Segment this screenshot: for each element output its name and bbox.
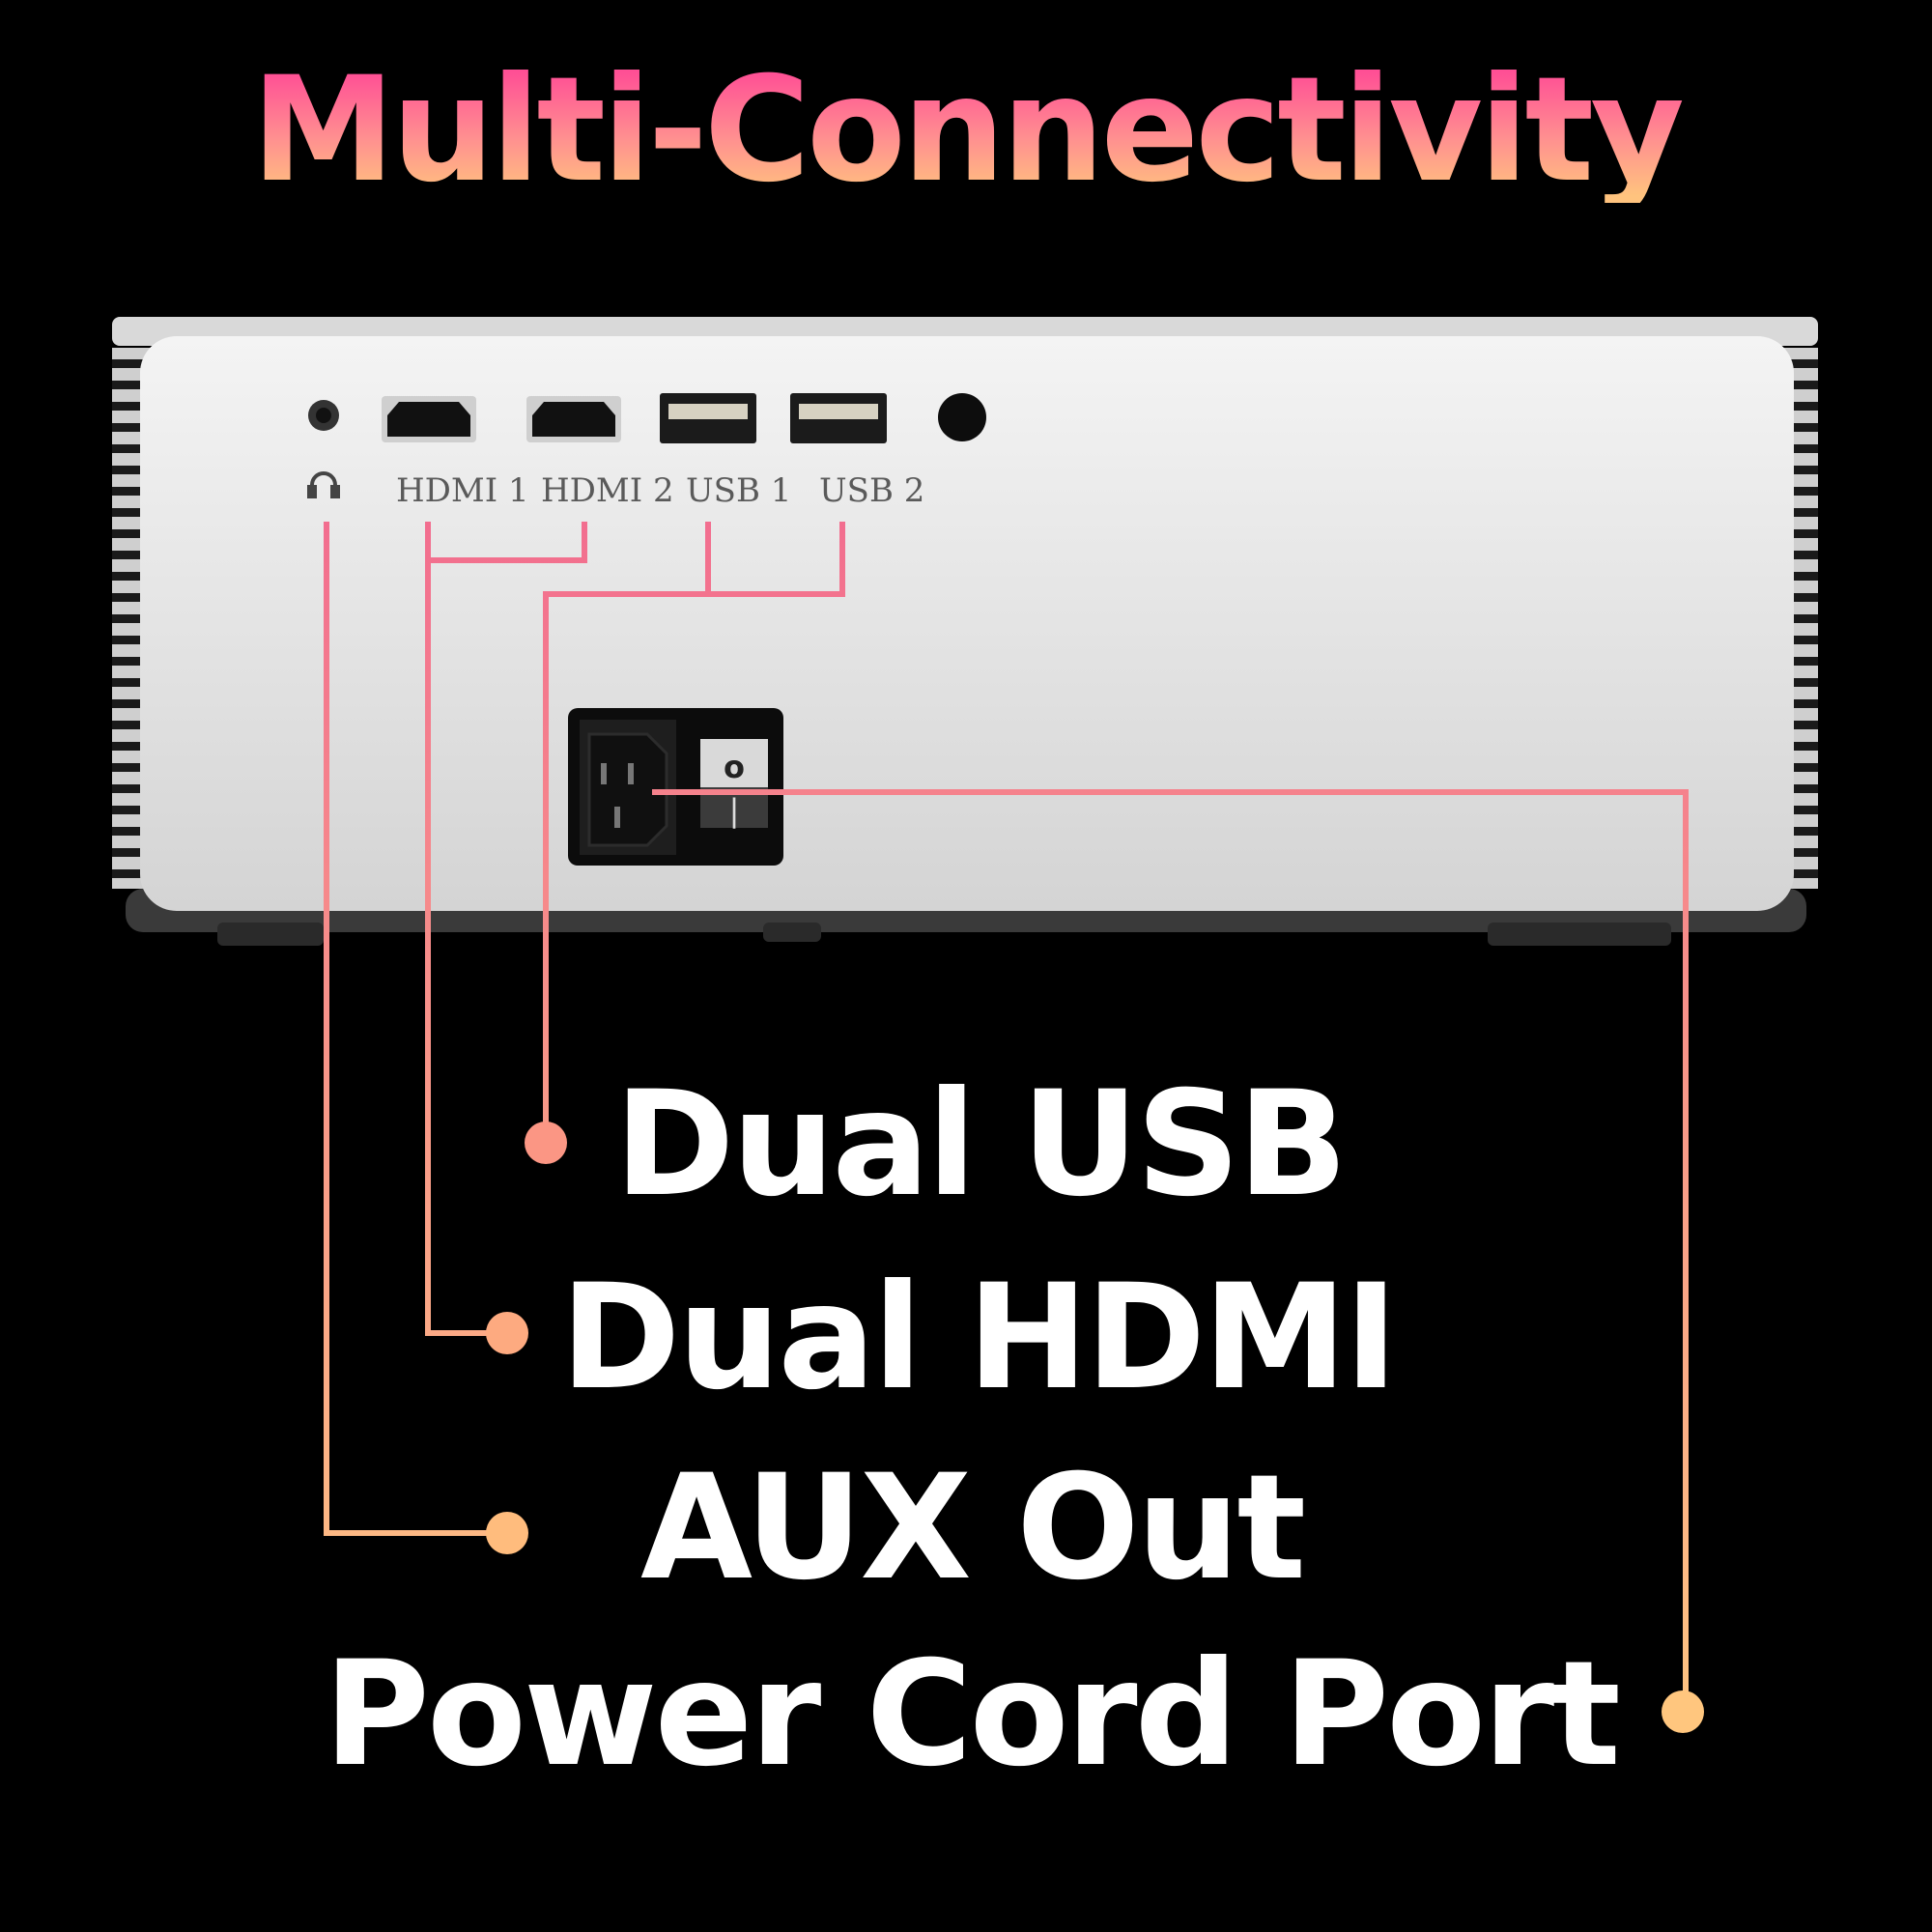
vent-slat [1783,529,1818,538]
vent-slat [1783,381,1818,389]
vent-slat [112,529,147,538]
switch-on-symbol: o [724,749,745,785]
vent-slat [1783,423,1818,432]
vent-slat [1783,402,1818,411]
vent-slat [112,784,147,793]
vent-slat [112,572,147,581]
vent-slat [1783,784,1818,793]
vent-slat [112,699,147,708]
vent-slat [112,721,147,729]
dc-jack [938,393,986,441]
vent-slat [1783,763,1818,772]
vent-slat [112,614,147,623]
vent-slat [112,869,147,878]
vent-slat [112,381,147,389]
hdmi-dot [486,1312,528,1354]
usb-dot [525,1122,567,1164]
vent-slat [1783,572,1818,581]
vent-slat [1783,593,1818,602]
hdmi2-port [526,396,621,442]
vent-slat [1783,742,1818,751]
power-module: o | [568,708,783,866]
vent-slat [112,466,147,474]
hdmi1-port [382,396,476,442]
vent-slat [112,593,147,602]
hdmi2-label: HDMI 2 [541,471,674,510]
vent-slat [1783,551,1818,559]
vent-slat [1783,359,1818,368]
vent-slat [1783,806,1818,814]
vent-slat [1783,699,1818,708]
vent-slat [1783,508,1818,517]
power-cord-port-label: Power Cord Port [324,1631,1621,1799]
aux-dot [486,1512,528,1554]
vent-slat [1783,487,1818,496]
vent-slat [112,678,147,687]
page-title: Multi-Connectivity [0,58,1932,203]
vent-slat [1783,614,1818,623]
headphone-icon [307,471,340,498]
vent-slat [1783,721,1818,729]
vent-slat [1783,848,1818,857]
vent-slat [112,848,147,857]
usb1-port [660,393,756,443]
vent-slat [112,636,147,644]
vent-slat [112,806,147,814]
usb1-label: USB 1 [686,471,791,510]
vent-slat [112,508,147,517]
vent-slat [112,827,147,836]
vent-slat [112,742,147,751]
vent-slat [112,359,147,368]
dual-usb-label: Dual USB [614,1061,1348,1229]
aux-out-label: AUX Out [640,1444,1306,1612]
hdmi-callout-line [425,522,587,1336]
power-dot [1662,1690,1704,1733]
vent-slat [1783,636,1818,644]
vent-slat [1783,869,1818,878]
vent-slat [1783,678,1818,687]
dual-hdmi-label: Dual HDMI [560,1254,1398,1422]
hdmi1-label: HDMI 1 [396,471,529,510]
vent-slat [1783,444,1818,453]
vent-slat [112,763,147,772]
vent-slat [1783,827,1818,836]
vent-slat [112,402,147,411]
switch-off-symbol: | [729,792,740,829]
usb2-label: USB 2 [819,471,924,510]
usb-callout-line [543,522,845,1143]
vent-slat [1783,657,1818,666]
vent-slat [112,657,147,666]
aux-jack [308,400,339,431]
aux-callout-line [324,522,502,1536]
vent-slat [112,551,147,559]
usb2-port [790,393,887,443]
vent-slat [112,444,147,453]
callout-lines [324,522,1689,1710]
vent-slat [112,487,147,496]
vent-slat [1783,466,1818,474]
vent-slat [112,423,147,432]
power-callout-line [652,789,1689,1710]
